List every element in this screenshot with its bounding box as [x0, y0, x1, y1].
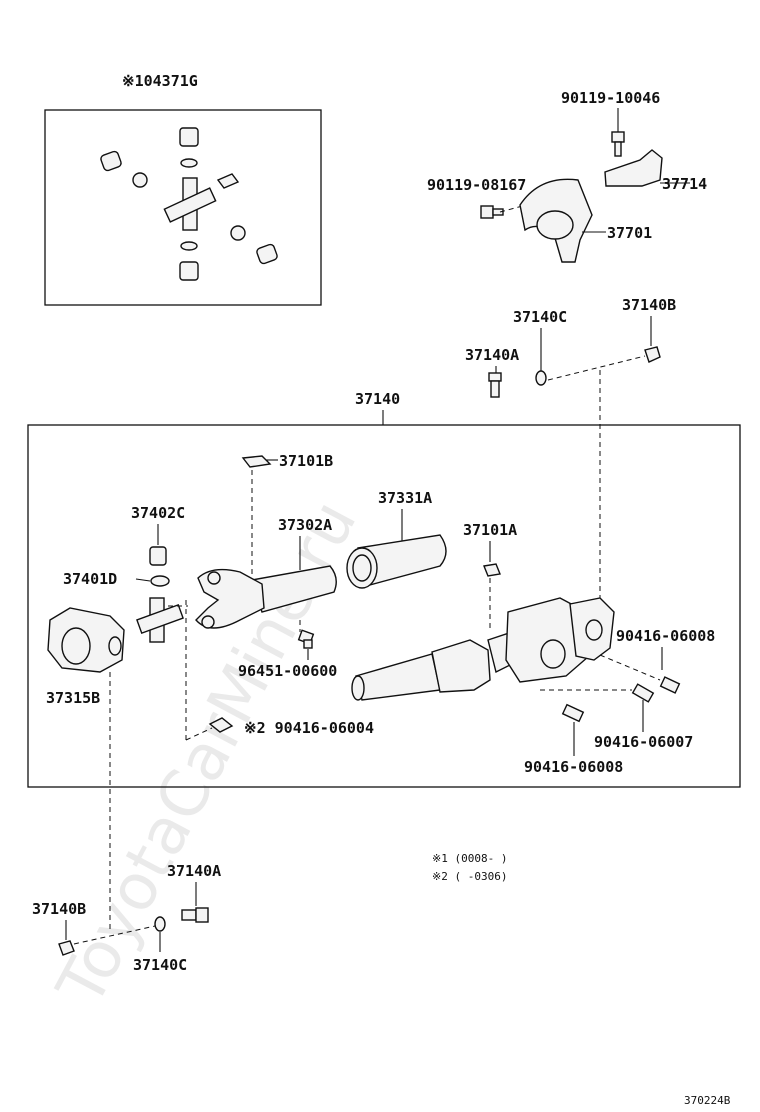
slip-yoke-shaft — [351, 597, 615, 701]
label-96451: 96451-00600 — [238, 662, 337, 680]
bolt-37140a-top — [488, 372, 502, 398]
label-37140c-top: 37140C — [513, 308, 567, 326]
label-90416-06004: ※2 90416-06004 — [244, 719, 374, 737]
nut-37140b-top — [644, 346, 661, 363]
center-bearing-37701 — [519, 178, 593, 263]
grease-fitting-96451 — [297, 629, 315, 649]
bearing-cup-37402c — [149, 546, 167, 566]
label-37331a: 37331A — [378, 489, 432, 507]
label-shaft-assy: 37140 — [355, 390, 400, 408]
grease-fitting-90416-06007 — [631, 683, 655, 703]
label-37401d: 37401D — [63, 570, 117, 588]
shaft-assembly-box — [27, 424, 741, 788]
label-bolt-top: 90119-10046 — [561, 89, 660, 107]
washer-37140c-bottom — [154, 916, 166, 932]
label-bearing: 37701 — [607, 224, 652, 242]
label-90416-06007: 90416-06007 — [594, 733, 693, 751]
note-1: ※1 (0008- ) — [432, 852, 507, 865]
label-90416-06008-bottom: 90416-06008 — [524, 758, 623, 776]
label-37140a-top: 37140A — [465, 346, 519, 364]
bolt-90119-10046 — [611, 131, 625, 157]
label-37302a: 37302A — [278, 516, 332, 534]
snap-ring-37401d — [150, 575, 170, 587]
label-bracket: 37714 — [662, 175, 707, 193]
balance-weight-37101a — [483, 563, 501, 577]
grease-fitting-90416-06008-right — [659, 676, 681, 694]
label-37402c: 37402C — [131, 504, 185, 522]
label-37101b: 37101B — [279, 452, 333, 470]
bolt-90119-08167 — [480, 205, 504, 219]
label-37101a: 37101A — [463, 521, 517, 539]
label-37315b: 37315B — [46, 689, 100, 707]
label-37140b-bottom: 37140B — [32, 900, 86, 918]
note-2: ※2 ( -0306) — [432, 870, 507, 883]
universal-joint-kit — [100, 127, 278, 281]
label-37140b-top: 37140B — [622, 296, 676, 314]
grease-fitting-90416-06008-bottom — [561, 703, 585, 723]
balance-weight-37101b — [241, 455, 272, 468]
nut-37140b-bottom — [58, 940, 75, 956]
grease-fitting-90416-06004 — [208, 717, 234, 733]
bracket-37714 — [604, 149, 663, 187]
sleeve-37331a — [346, 534, 447, 589]
label-kit: ※104371G — [122, 72, 198, 90]
label-bolt-left: 90119-08167 — [427, 176, 526, 194]
bolt-37140a-bottom — [181, 907, 209, 923]
tube-yoke-37302a — [195, 565, 337, 629]
figure-code: 370224B — [684, 1094, 731, 1107]
flange-yoke-37315b — [47, 607, 125, 673]
kit-box — [44, 109, 322, 306]
label-37140c-bottom: 37140C — [133, 956, 187, 974]
label-90416-06008-right: 90416-06008 — [616, 627, 715, 645]
label-37140a-bottom: 37140A — [167, 862, 221, 880]
washer-37140c-top — [535, 370, 547, 386]
spider-cross — [136, 597, 184, 643]
